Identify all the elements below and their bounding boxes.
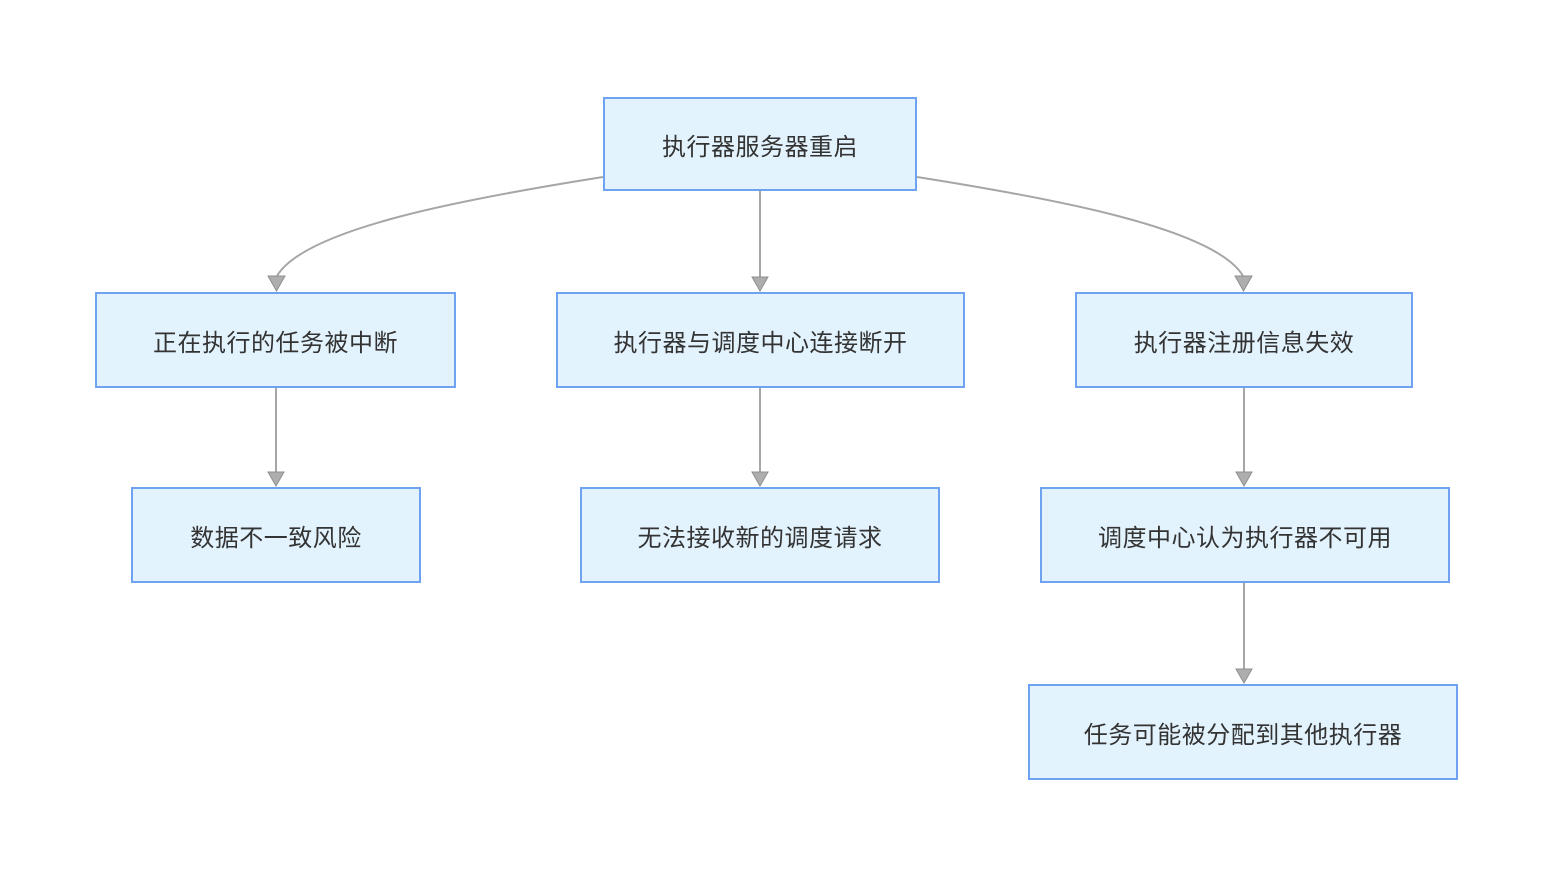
- node-tasks-may-be-assigned-to-other-executors: 任务可能被分配到其他执行器: [1028, 684, 1458, 780]
- node-executor-scheduler-disconnected: 执行器与调度中心连接断开: [556, 292, 965, 388]
- edge-connection-lost-no-new-requests: [751, 388, 769, 488]
- node-executor-server-restart: 执行器服务器重启: [603, 97, 917, 191]
- node-executor-registration-invalid: 执行器注册信息失效: [1075, 292, 1413, 388]
- node-scheduler-considers-executor-unavailable: 调度中心认为执行器不可用: [1040, 487, 1450, 583]
- node-cannot-receive-new-schedule-requests: 无法接收新的调度请求: [580, 487, 940, 583]
- edge-root-registration-invalid: [916, 176, 1253, 293]
- edge-executor-unavailable-tasks-reassigned: [1235, 583, 1253, 685]
- node-data-inconsistency-risk: 数据不一致风险: [131, 487, 421, 583]
- edge-registration-invalid-executor-unavailable: [1235, 388, 1253, 488]
- edge-root-task-interrupted: [267, 176, 604, 293]
- edge-task-interrupted-data-inconsistency: [267, 388, 285, 488]
- edge-root-connection-lost: [751, 191, 769, 293]
- node-running-task-interrupted: 正在执行的任务被中断: [95, 292, 456, 388]
